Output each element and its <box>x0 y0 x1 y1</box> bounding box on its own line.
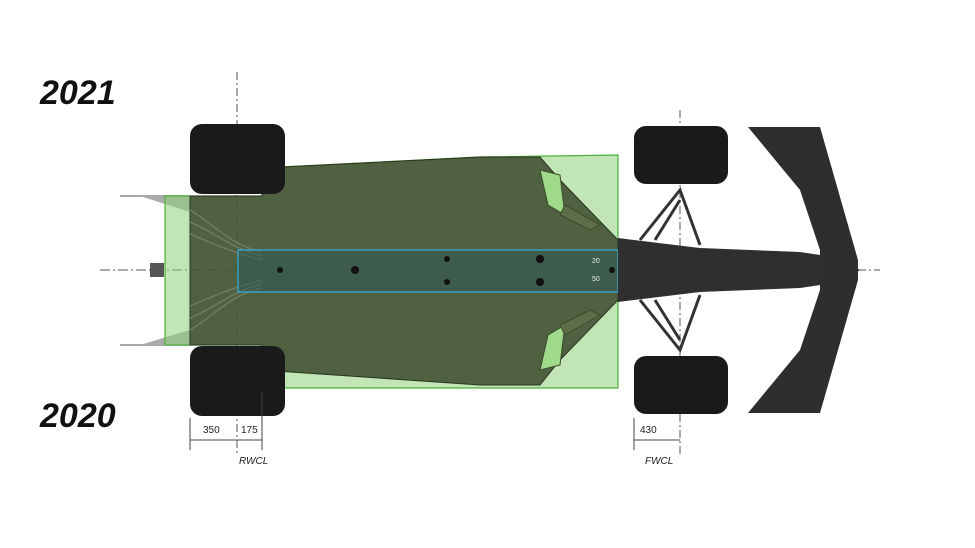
fwcl-label: FWCL <box>645 456 673 467</box>
dim-rear-outer: 350 <box>203 425 220 436</box>
plank-holes <box>277 255 615 286</box>
front-suspension <box>638 186 702 354</box>
dim-front: 430 <box>640 425 657 436</box>
plank-mark-50: 50 <box>592 276 600 283</box>
plank-outline <box>237 249 619 293</box>
year-label-2021: 2021 <box>40 74 116 112</box>
front-wing <box>748 127 858 413</box>
bargeboards <box>539 169 602 371</box>
dim-rear-inner: 175 <box>241 425 258 436</box>
front-tyre-top <box>634 126 728 184</box>
dimension-lines <box>189 392 680 450</box>
rwcl-label: RWCL <box>239 456 268 467</box>
plank-mark-20: 20 <box>592 258 600 265</box>
nose-chassis <box>618 238 860 302</box>
front-tyre-bottom <box>634 356 728 414</box>
rear-tyre-top <box>190 124 285 194</box>
year-label-2020: 2020 <box>40 397 116 435</box>
rear-tyre-bottom <box>190 346 285 416</box>
